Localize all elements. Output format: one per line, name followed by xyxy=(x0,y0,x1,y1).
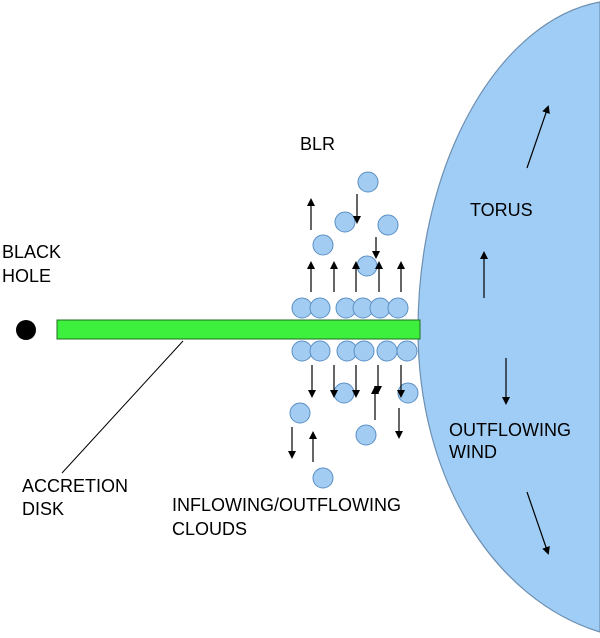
outflowing-wind-label-line2: WIND xyxy=(449,442,497,462)
cloud xyxy=(291,297,313,319)
cloud xyxy=(312,234,334,256)
cloud-motion-arrows xyxy=(288,194,405,462)
cloud xyxy=(333,382,355,404)
black-hole-label-line2: HOLE xyxy=(2,266,51,286)
cloud xyxy=(353,340,375,362)
cloud xyxy=(355,424,377,446)
accretion-disk xyxy=(56,319,421,340)
clouds-label-line1: INFLOWING/OUTFLOWING xyxy=(172,495,401,515)
cloud xyxy=(356,255,378,277)
torus-shape xyxy=(417,1,600,633)
arrow-up-right xyxy=(526,105,550,169)
cloud xyxy=(369,297,391,319)
black-hole xyxy=(16,320,36,340)
cloud xyxy=(377,214,399,236)
blr-label: BLR xyxy=(300,134,335,154)
accretion-disk-leader-line xyxy=(61,340,184,474)
arrow-down-right xyxy=(526,491,550,555)
cloud xyxy=(334,211,356,233)
cloud xyxy=(357,171,379,193)
cloud xyxy=(376,340,398,362)
torus-label: TORUS xyxy=(470,200,533,220)
clouds-label-line2: CLOUDS xyxy=(172,519,247,539)
outflowing-wind-label-line1: OUTFLOWING xyxy=(449,420,571,440)
accretion-disk-label-line1: ACCRETION xyxy=(22,476,128,496)
cloud xyxy=(396,340,418,362)
cloud xyxy=(291,340,313,362)
accretion-disk-label-line2: DISK xyxy=(22,499,64,519)
cloud xyxy=(387,297,409,319)
torus-wind-arrows xyxy=(480,105,550,555)
cloud xyxy=(312,467,334,489)
cloud xyxy=(289,402,311,424)
black-hole-label-line1: BLACK xyxy=(2,242,61,262)
cloud xyxy=(309,297,331,319)
cloud xyxy=(309,340,331,362)
blr-clouds xyxy=(289,171,419,489)
